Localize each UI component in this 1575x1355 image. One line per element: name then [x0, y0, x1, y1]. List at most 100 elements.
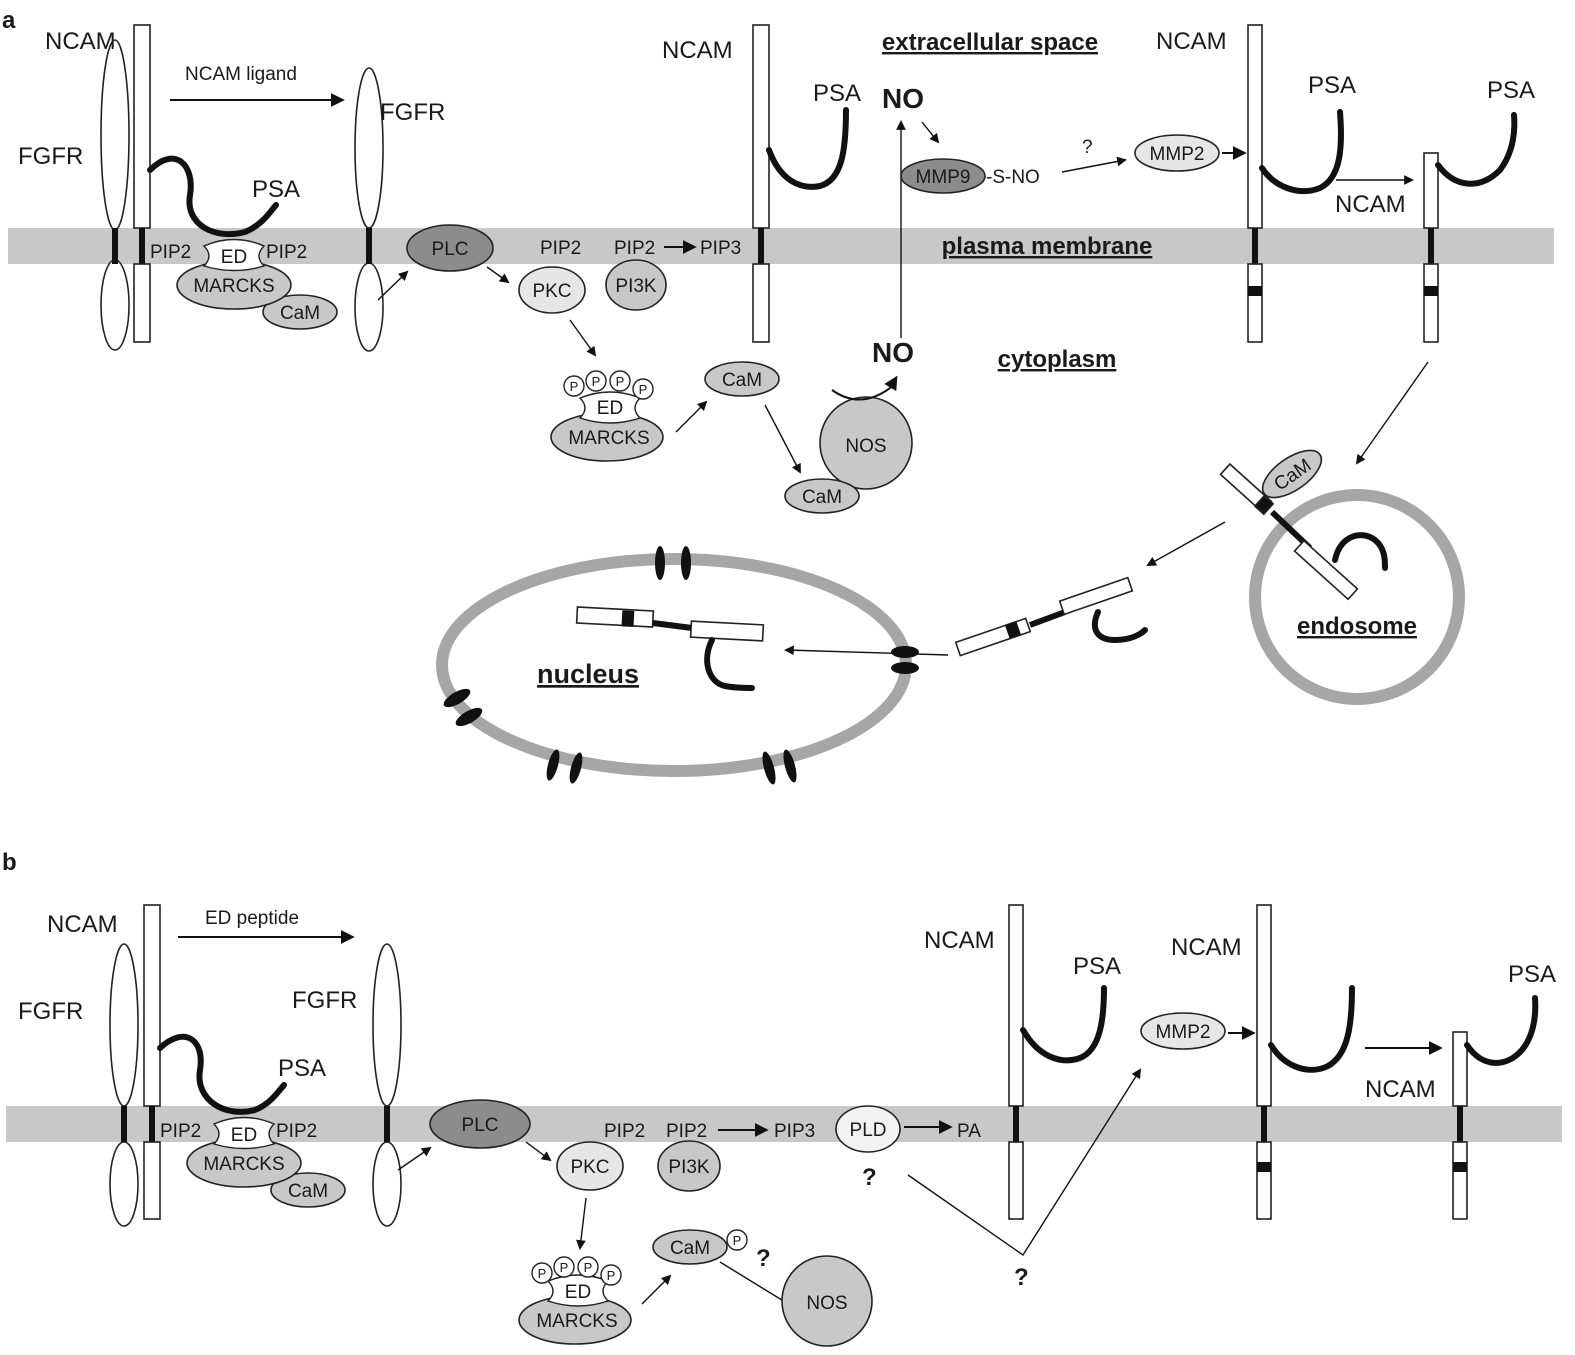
panel-a: a FGFR NCAM PSA CaM MARCKS ED PIP2 PIP2 … [2, 7, 1554, 785]
svg-text:P: P [538, 1266, 547, 1281]
pip3-a: PIP3 [700, 238, 741, 259]
psa-chain-b4 [1464, 995, 1539, 1066]
ncam-fragment-nucleus [575, 606, 765, 642]
svg-text:ED: ED [565, 1282, 591, 1303]
question-b2: ? [756, 1245, 771, 1272]
svg-text:ED: ED [597, 398, 623, 419]
ncam-receptor-4 [1423, 152, 1439, 343]
ncam-label-2: NCAM [662, 37, 733, 64]
mmp2-a [1134, 134, 1220, 172]
cam-b2 [652, 1229, 728, 1265]
svg-text:MARCKS: MARCKS [203, 1154, 284, 1175]
psa-label-b3: PSA [1508, 961, 1556, 988]
ncam-receptor-b2 [1008, 904, 1024, 1220]
ed-peptide-label: ED peptide [205, 908, 299, 929]
psa-chain-endosome [1332, 532, 1388, 571]
ncam-label-b1: NCAM [47, 911, 118, 938]
psa-label-3: PSA [1308, 72, 1356, 99]
svg-text:PI3K: PI3K [615, 276, 657, 297]
pip2-left-a: PIP2 [150, 242, 191, 263]
pip2-a2: PIP2 [614, 238, 655, 259]
svg-text:PKC: PKC [532, 281, 571, 302]
fgfr-receptor-2 [354, 67, 384, 352]
svg-text:MARCKS: MARCKS [193, 276, 274, 297]
svg-text:CaM: CaM [670, 1238, 710, 1259]
svg-text:MARCKS: MARCKS [536, 1311, 617, 1332]
ncam-receptor-b4 [1452, 1031, 1468, 1220]
extracellular-space-label: extracellular space [882, 29, 1098, 56]
fgfr-receptor-1 [100, 39, 130, 351]
psa-chain-b2 [1020, 985, 1107, 1064]
fgfr-receptor-b2 [372, 943, 402, 1227]
fgfr-label-2: FGFR [380, 99, 445, 126]
ncam-receptor-b1 [143, 904, 161, 1220]
psa-label-2: PSA [813, 80, 861, 107]
phospho-cam-b [726, 1229, 748, 1251]
nos-inhibition-line [719, 1261, 791, 1306]
pkc-a [518, 266, 586, 314]
pa-label: PA [957, 1121, 981, 1142]
psa-chain-1 [147, 155, 279, 238]
svg-text:NOS: NOS [845, 436, 886, 457]
psa-chain-nucleus [704, 637, 755, 691]
mmp9 [900, 158, 986, 194]
nucleus-label: nucleus [537, 659, 639, 689]
pi3k-b [657, 1140, 721, 1192]
pi3k-a [605, 259, 667, 311]
fgfr-label-b1: FGFR [18, 998, 83, 1025]
fgfr-label-1: FGFR [18, 143, 83, 170]
ncam-ligand-label: NCAM ligand [185, 64, 297, 85]
endosome-label: endosome [1297, 613, 1417, 640]
svg-text:P: P [584, 1260, 593, 1275]
svg-text:P: P [560, 1260, 569, 1275]
cytoplasm-label: cytoplasm [998, 346, 1117, 373]
question-a: ? [1082, 137, 1093, 158]
svg-text:PI3K: PI3K [668, 1157, 710, 1178]
ncam-label-3: NCAM [1156, 28, 1227, 55]
cam-b1 [270, 1172, 346, 1208]
fgfr-label-b2: FGFR [292, 987, 357, 1014]
pld [835, 1105, 901, 1153]
panel-b: b FGFR NCAM PSA ED peptide CaM MARCKS ED… [2, 849, 1562, 1347]
panel-label-a: a [2, 7, 16, 34]
s-no-label: -S-NO [986, 167, 1040, 188]
question-b1: ? [862, 1164, 877, 1191]
panel-label-b: b [2, 849, 17, 876]
question-b3: ? [1014, 1264, 1029, 1291]
svg-text:NOS: NOS [806, 1293, 847, 1314]
svg-text:P: P [570, 379, 579, 394]
ncam-receptor-b3 [1256, 904, 1272, 1220]
pip3-b: PIP3 [774, 1121, 815, 1142]
svg-text:P: P [639, 382, 648, 397]
psa-label-b1: PSA [278, 1055, 326, 1082]
svg-text:P: P [733, 1233, 742, 1248]
fgfr-receptor-b1 [109, 943, 139, 1227]
no-label-2: NO [872, 337, 914, 368]
endosome [1249, 489, 1465, 705]
svg-text:CaM: CaM [288, 1181, 328, 1202]
nos-a [819, 396, 913, 490]
svg-text:ED: ED [221, 247, 247, 268]
pip2-left-b: PIP2 [160, 1121, 201, 1142]
svg-text:MARCKS: MARCKS [568, 428, 649, 449]
nuclear-pores [443, 546, 919, 785]
phospho-marcks-b: P P P P ED MARCKS [518, 1256, 632, 1345]
cam-3-a [784, 478, 860, 514]
svg-text:P: P [616, 374, 625, 389]
psa-chain-b3 [1268, 985, 1355, 1073]
svg-text:P: P [607, 1268, 616, 1283]
psa-chain-3 [1259, 109, 1344, 195]
plc-a [406, 224, 494, 272]
pip2-b2: PIP2 [666, 1121, 707, 1142]
plc-b [429, 1099, 531, 1149]
psa-chain-4 [1435, 112, 1518, 187]
ncam-label-b4: NCAM [1365, 1076, 1436, 1103]
mmp2-b [1140, 1012, 1226, 1050]
cam-1 [262, 294, 338, 330]
psa-label-4: PSA [1487, 77, 1535, 104]
ncam-label-b3: NCAM [1171, 934, 1242, 961]
ncam-label-b2: NCAM [924, 927, 995, 954]
pkc-b [556, 1141, 624, 1191]
svg-text:CaM: CaM [280, 303, 320, 324]
pip2-right-b: PIP2 [276, 1121, 317, 1142]
